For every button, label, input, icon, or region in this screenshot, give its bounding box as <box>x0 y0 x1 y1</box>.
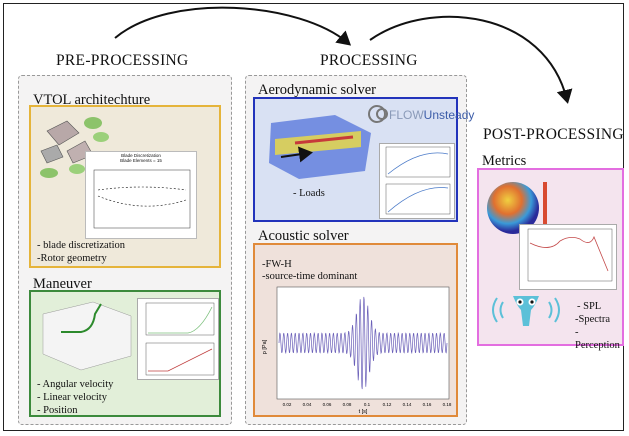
metrics-spectrum-plot <box>519 224 617 290</box>
aero-solver-panel: Aerodynamic solver FLOWUnsteady - Loads <box>253 82 474 222</box>
maneuver-title: Maneuver <box>33 276 92 292</box>
acoustic-xtick-label: 0.12 <box>383 402 392 407</box>
maneuver-panel: Maneuver - Angular velocity - Linear vel… <box>29 276 221 417</box>
metrics-panel: Metrics - SPL -Spectra -Perception <box>477 153 624 351</box>
metrics-directivity-sphere <box>487 182 547 234</box>
aero-title: Aerodynamic solver <box>258 82 376 98</box>
acoustic-ylabel: p [Pa] <box>262 339 268 354</box>
acoustic-title: Acoustic solver <box>258 228 349 244</box>
acoustic-solver-panel: Acoustic solver -FW-H -source-time domin… <box>253 228 458 417</box>
arrow-pre-to-processing <box>114 6 352 46</box>
maneuver-item-1: - Angular velocity <box>37 379 114 390</box>
acoustic-xtick-label: 0.02 <box>283 402 292 407</box>
aero-item-1: - Loads <box>293 188 325 199</box>
acoustic-item-1: -FW-H <box>262 259 292 270</box>
acoustic-waveform <box>278 296 448 390</box>
flowunsteady-logo-icon <box>368 105 388 123</box>
flowunsteady-logo-text: FLOWUnsteady <box>389 108 474 122</box>
metrics-item-2: -Spectra <box>575 314 610 325</box>
acoustic-pressure-plot: 0.02 0.04 0.06 0.08 0.1 0.12 0.14 0.16 0.18 p [P… <box>262 286 452 415</box>
acoustic-xtick-label: 0.14 <box>403 402 412 407</box>
stage-pre-processing: PRE-PROCESSING <box>56 52 189 69</box>
vtol-item-2: -Rotor geometry <box>37 253 107 264</box>
acoustic-xtick-label: 0.06 <box>323 402 332 407</box>
metrics-item-3: -Perception <box>575 327 620 351</box>
blade-chart-title-2: Blade Elements = 15 <box>120 158 162 163</box>
acoustic-xlabel: t [s] <box>359 409 368 415</box>
blade-chart-title-1: Blade Discretization <box>121 153 161 158</box>
metrics-title: Metrics <box>482 153 527 169</box>
brand-flow: FLOW <box>389 108 424 122</box>
acoustic-xtick-label: 0.04 <box>303 402 312 407</box>
vtol-title: VTOL architechture <box>33 92 151 108</box>
vtol-panel: VTOL architechture Blade Discretization … <box>29 92 221 268</box>
aero-load-plots <box>379 143 455 219</box>
maneuver-item-3: - Position <box>37 405 78 416</box>
metrics-item-1: - SPL <box>577 301 602 312</box>
stage-post-processing: POST-PROCESSING <box>483 126 624 143</box>
arrow-processing-to-post <box>369 15 573 104</box>
maneuver-velocity-plots <box>137 298 219 380</box>
vtol-item-1: - blade discretization <box>37 240 126 251</box>
maneuver-trajectory-plot <box>42 301 132 371</box>
perception-ear-icon <box>492 296 560 326</box>
blade-discretization-plot: Blade Discretization Blade Elements = 15 <box>85 151 197 239</box>
acoustic-xtick-label: 0.18 <box>443 402 452 407</box>
acoustic-item-2: -source-time dominant <box>262 271 358 282</box>
acoustic-xtick-label: 0.08 <box>343 402 352 407</box>
maneuver-item-2: - Linear velocity <box>37 392 107 403</box>
acoustic-xtick-label: 0.16 <box>423 402 432 407</box>
stage-processing: PROCESSING <box>320 52 418 69</box>
acoustic-xtick-label: 0.1 <box>364 402 371 407</box>
aero-wake-visualization <box>269 115 371 179</box>
brand-unsteady: Unsteady <box>423 108 475 122</box>
